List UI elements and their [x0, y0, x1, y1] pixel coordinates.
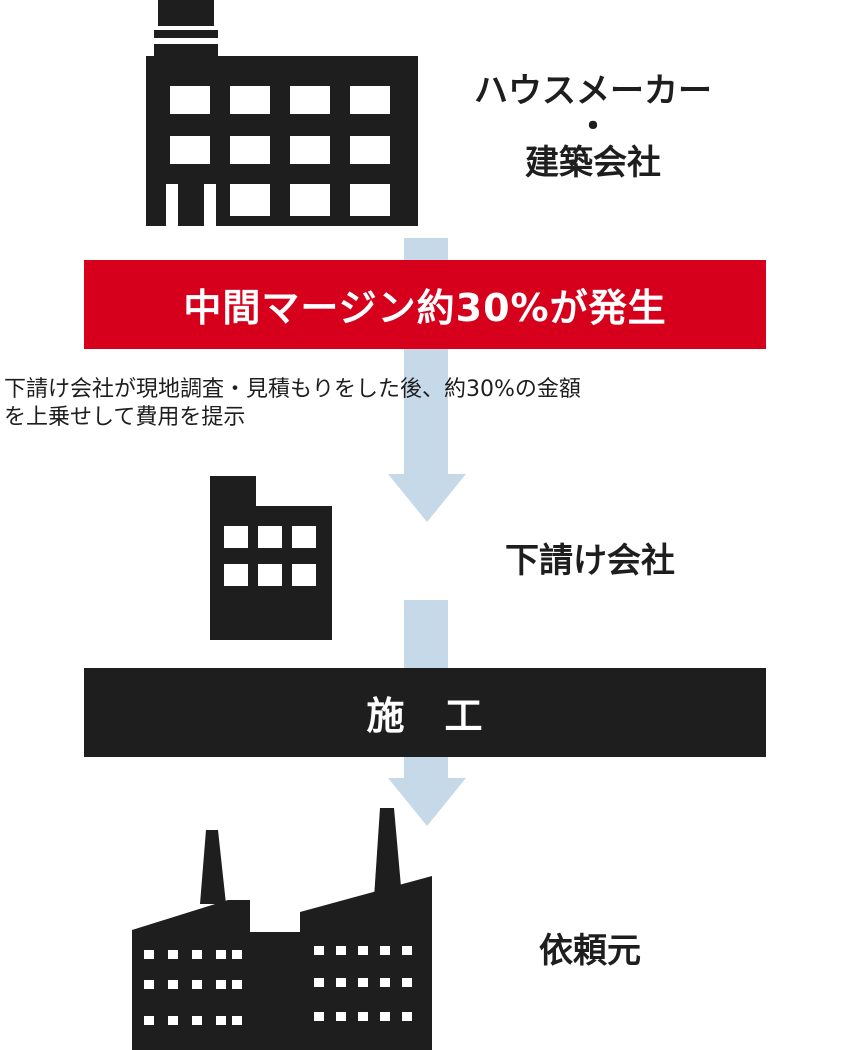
factory-icon [132, 808, 432, 1050]
small-building-icon [210, 476, 332, 640]
explanation-note: 下請け会社が現地調査・見積もりをした後、約30%の金額 を上乗せして費用を提示 [4, 376, 844, 432]
construction-banner-text: 施 工 [366, 694, 484, 738]
margin-banner: 中間マージン約30%が発生 [84, 260, 766, 349]
subcontractor-label: 下請け会社 [505, 541, 675, 581]
housemaker-label-line1: ハウスメーカー [474, 71, 712, 111]
margin-banner-text: 中間マージン約30%が発生 [183, 286, 667, 330]
client-label: 依頼元 [539, 931, 641, 971]
housemaker-label-dot: ・ [576, 107, 610, 147]
housemaker-label: ハウスメーカー ・ 建築会社 [448, 70, 738, 184]
note-line-2: を上乗せして費用を提示 [4, 405, 246, 430]
note-line-1: 下請け会社が現地調査・見積もりをした後、約30%の金額 [4, 377, 581, 402]
construction-banner: 施 工 [84, 668, 766, 757]
housemaker-label-line2: 建築会社 [525, 143, 661, 183]
office-building-icon [146, 0, 418, 226]
